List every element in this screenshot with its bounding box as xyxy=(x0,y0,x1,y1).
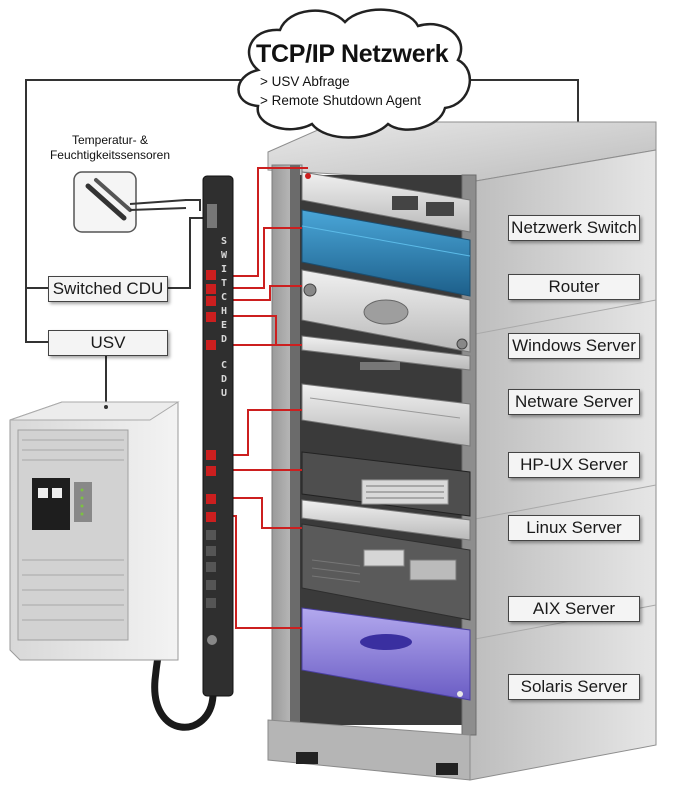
cdu-letter: S xyxy=(221,236,228,247)
cdu-letter: C xyxy=(221,292,228,303)
usv-ups-unit xyxy=(9,401,180,661)
cloud-line-remote-shutdown: > Remote Shutdown Agent xyxy=(260,93,421,108)
cdu-letter: H xyxy=(221,306,228,317)
netware-server-device xyxy=(301,335,471,447)
rack-label-netzwerk-switch: Netzwerk Switch xyxy=(508,215,640,241)
cdu-letter: C xyxy=(221,360,228,371)
cdu-letter: W xyxy=(221,250,228,261)
sensor-label-line2: Feuchtigkeitssensoren xyxy=(49,148,171,162)
tcp-ip-cloud xyxy=(237,8,472,139)
rack-label-router: Router xyxy=(508,274,640,300)
cdu-letter: E xyxy=(221,320,228,331)
sensor-label: Temperatur- & Feuchtigkeitssensoren xyxy=(40,133,180,163)
cloud-title: TCP/IP Netzwerk xyxy=(256,40,449,68)
power-lines xyxy=(218,167,308,629)
linux-server-device xyxy=(301,499,471,541)
cdu-letter: D xyxy=(221,374,228,385)
rack-label-netware-server: Netware Server xyxy=(508,389,640,415)
sensor-label-line1: Temperatur- & xyxy=(71,133,149,147)
windows-server-device xyxy=(301,269,471,353)
rack-label-hp-ux-server: HP-UX Server xyxy=(508,452,640,478)
cdu-letter: T xyxy=(221,278,228,289)
switched-cdu-label: Switched CDU xyxy=(48,276,168,302)
cloud-line-usv-abfrage: > USV Abfrage xyxy=(260,74,350,89)
cdu-letter: D xyxy=(221,334,228,345)
aix-server-device xyxy=(301,523,471,621)
rack-label-aix-server: AIX Server xyxy=(508,596,640,622)
hp-ux-server-device xyxy=(301,451,471,517)
cdu-letter: U xyxy=(221,388,228,399)
rack-label-solaris-server: Solaris Server xyxy=(508,674,640,700)
sensor-image xyxy=(73,171,187,233)
rack-devices xyxy=(301,171,471,701)
rack-label-linux-server: Linux Server xyxy=(508,515,640,541)
router-device xyxy=(301,209,471,297)
network-switch-device xyxy=(301,171,471,233)
solaris-server-device xyxy=(301,607,471,701)
rack-label-windows-server: Windows Server xyxy=(508,333,640,359)
usv-label: USV xyxy=(48,330,168,356)
cdu-letter: I xyxy=(221,264,228,275)
